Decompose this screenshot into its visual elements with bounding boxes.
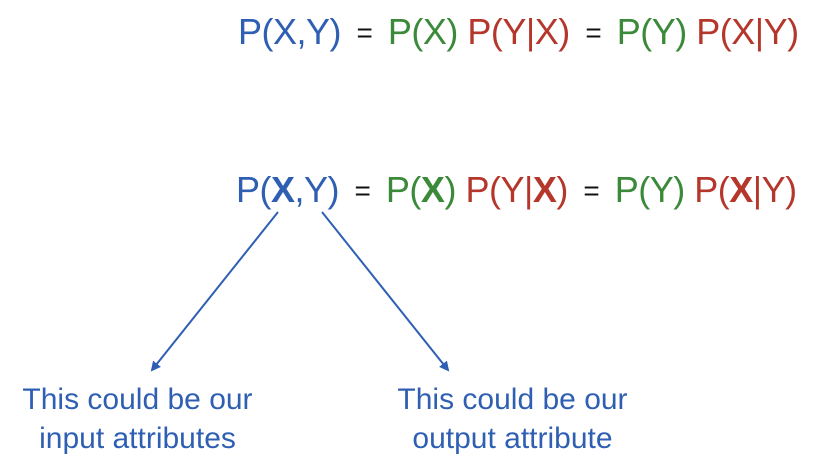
conditional-x-given-y-suffix: |Y) <box>752 169 797 210</box>
arrow-to-output-attribute <box>321 211 450 372</box>
conditional-y-given-x-term: P(Y|X) <box>467 11 570 52</box>
joint-probability-equation: P(X,Y) = P(X) P(Y|X) = P(Y) P(X|Y) <box>238 14 799 50</box>
joint-term-x: X <box>271 169 295 210</box>
marginal-y-term: P(Y) <box>616 11 688 52</box>
equals-sign: = <box>356 17 373 48</box>
conditional-x-given-y-term: P(X|Y) <box>696 11 799 52</box>
joint-term: P(X,Y) <box>238 11 342 52</box>
conditional-y-given-x-x: X <box>532 169 557 210</box>
equals-sign: = <box>585 17 602 48</box>
marginal-x-x: X <box>420 169 445 210</box>
joint-term-prefix: P( <box>236 169 272 210</box>
marginal-x-term: P(X) <box>386 169 456 210</box>
marginal-y-term: P(Y) <box>614 169 686 210</box>
caption-line: This could be our <box>397 383 628 416</box>
conditional-y-given-x-term: P(Y|X) <box>465 169 568 210</box>
marginal-x-term: P(X) <box>387 11 459 52</box>
joint-term-suffix: ,Y) <box>294 169 340 210</box>
output-attribute-caption: This could be our output attribute <box>375 380 650 458</box>
conditional-x-given-y-term: P(X|Y) <box>694 169 797 210</box>
caption-line: output attribute <box>412 422 613 455</box>
conditional-y-given-x-suffix: ) <box>556 169 568 210</box>
highlighted-joint-probability-equation: P(X,Y) = P(X) P(Y|X) = P(Y) P(X|Y) <box>236 172 797 208</box>
caption-line: input attributes <box>39 422 236 455</box>
arrow-to-input-attributes <box>150 211 279 372</box>
conditional-x-given-y-prefix: P( <box>694 169 730 210</box>
conditional-y-given-x-prefix: P(Y| <box>465 169 533 210</box>
input-attributes-caption: This could be our input attributes <box>0 380 275 458</box>
equals-sign: = <box>354 175 371 206</box>
conditional-x-given-y-x: X <box>729 169 753 210</box>
joint-term: P(X,Y) <box>236 169 340 210</box>
equals-sign: = <box>583 175 600 206</box>
marginal-x-suffix: ) <box>444 169 456 210</box>
caption-line: This could be our <box>22 383 253 416</box>
marginal-x-prefix: P( <box>385 169 422 210</box>
